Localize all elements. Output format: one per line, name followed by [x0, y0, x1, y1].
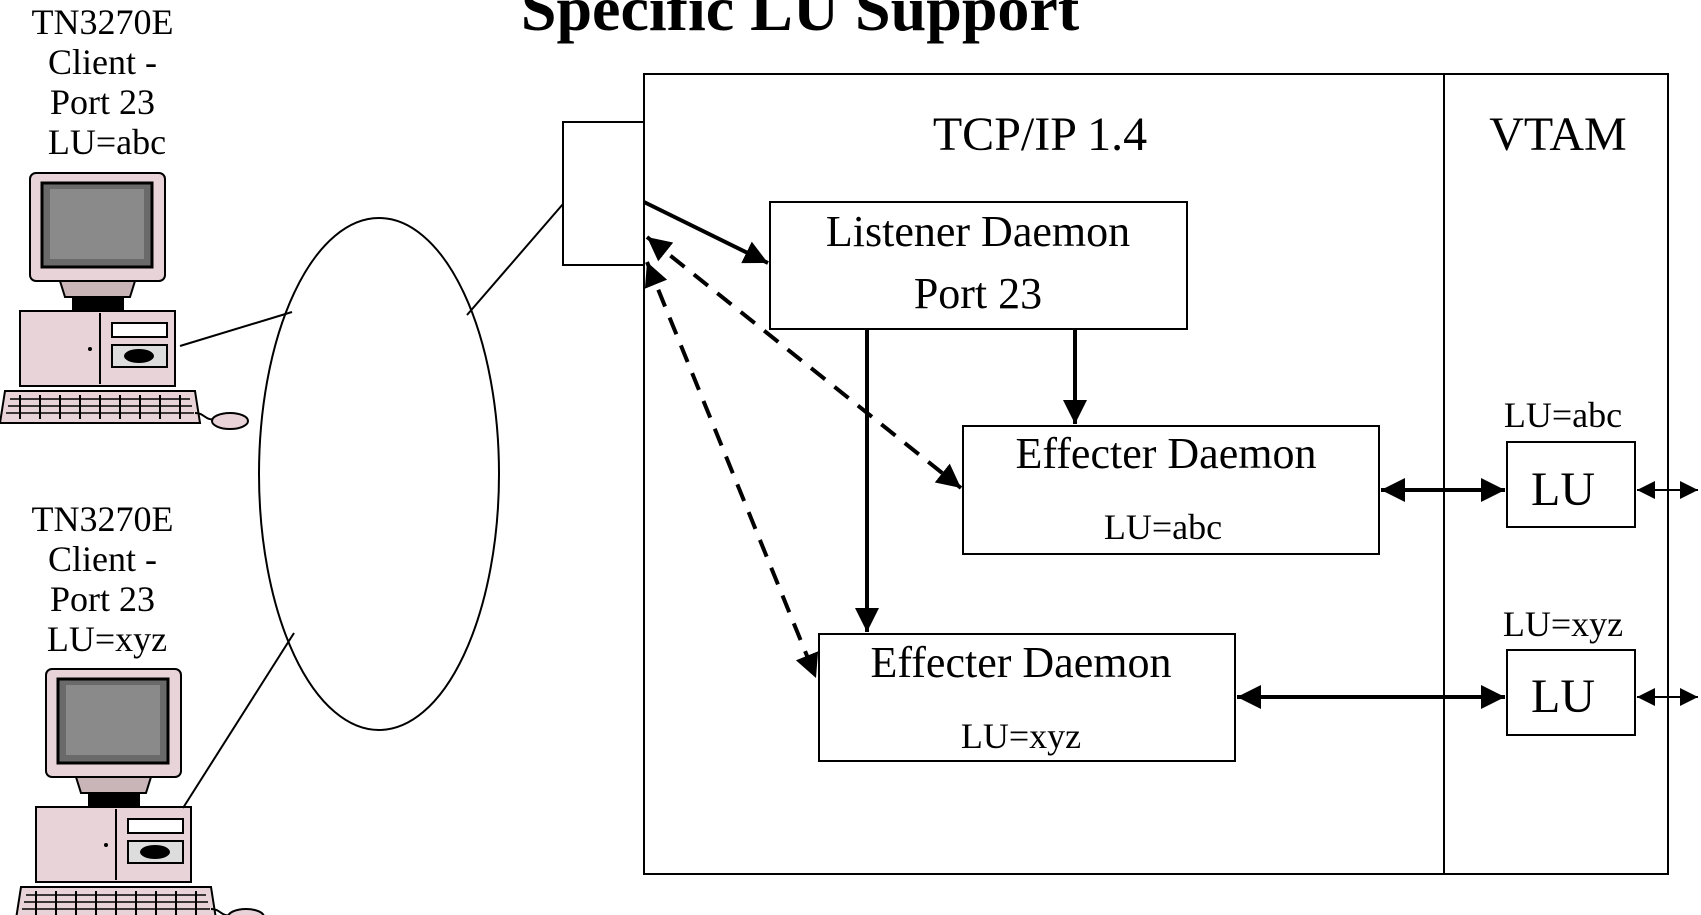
vtam-lu-xyz-label: LU — [1531, 670, 1595, 723]
vtam-lu-xyz-caption: LU=xyz — [1503, 604, 1623, 644]
client-abc-line-3: Port 23 — [50, 82, 155, 122]
vtam-lu-xyz-box — [1506, 649, 1636, 736]
tcpip-label: TCP/IP 1.4 — [933, 108, 1147, 161]
effecter-daemon-xyz-title: Effecter Daemon — [871, 638, 1172, 687]
listener-daemon-port: Port 23 — [914, 269, 1042, 318]
vtam-lu-xyz: LU=xyz LU — [1503, 604, 1636, 736]
listener-daemon-title: Listener Daemon — [826, 207, 1130, 256]
dashed-arrow-port-effecter-xyz — [644, 261, 819, 679]
computer-abc-icon — [0, 171, 250, 431]
effecter-daemon-abc-lu: LU=abc — [1104, 507, 1222, 547]
vtam-lu-abc-box — [1506, 441, 1636, 528]
effecter-daemon-xyz-lu: LU=xyz — [961, 716, 1081, 756]
vtam-lu-abc-caption: LU=abc — [1504, 395, 1622, 435]
client-xyz-line-2: Client - — [48, 539, 157, 579]
network-port-link — [466, 203, 564, 316]
effecter-daemon-abc-title: Effecter Daemon — [1016, 429, 1317, 478]
client-abc-label: TN3270E Client - Port 23 LU=abc — [32, 2, 183, 162]
vtam-label: VTAM — [1489, 108, 1626, 161]
client-xyz: TN3270E Client - Port 23 LU=xyz — [14, 499, 266, 915]
effecter-daemon-abc-box — [962, 425, 1380, 555]
effecter-daemon-xyz: Effecter Daemon LU=xyz — [818, 633, 1236, 762]
effecter-daemon-xyz-box — [818, 633, 1236, 762]
client-xyz-line-4: LU=xyz — [47, 619, 167, 659]
client-abc: TN3270E Client - Port 23 LU=abc — [0, 2, 250, 431]
port-box — [562, 121, 645, 266]
network-cloud — [258, 217, 500, 731]
client-abc-link — [179, 311, 293, 347]
computer-xyz-icon — [14, 667, 266, 915]
client-abc-line-4: LU=abc — [48, 122, 166, 162]
client-abc-line-1: TN3270E — [32, 2, 174, 42]
client-xyz-link — [182, 632, 295, 809]
effecter-daemon-abc: Effecter Daemon LU=abc — [962, 425, 1380, 555]
client-xyz-label: TN3270E Client - Port 23 LU=xyz — [32, 499, 183, 659]
client-xyz-line-3: Port 23 — [50, 579, 155, 619]
vtam-lu-abc-label: LU — [1531, 463, 1595, 516]
client-xyz-line-1: TN3270E — [32, 499, 174, 539]
vtam-lu-abc: LU=abc LU — [1504, 395, 1636, 528]
listener-daemon: Listener Daemon Port 23 — [769, 201, 1188, 330]
client-abc-line-2: Client - — [48, 42, 157, 82]
diagram-title: Specific LU Support — [521, 0, 1080, 44]
